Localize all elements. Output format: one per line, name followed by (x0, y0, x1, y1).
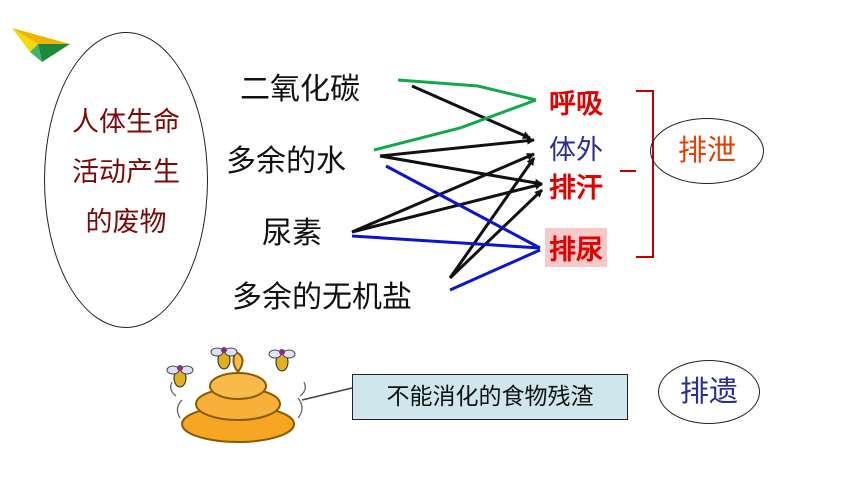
green-arrows (373, 78, 537, 152)
arrow-salt-to-urine (449, 248, 541, 292)
arrow-co2-to-breath (397, 78, 537, 102)
arrow-co2-to-skin (411, 84, 531, 140)
arrow-salt-to-skin (448, 157, 536, 279)
egestion-pill: 排遗 (658, 360, 760, 424)
black-arrows (351, 84, 544, 280)
waste-ellipse (44, 32, 208, 328)
arrow-urea-to-skin (351, 152, 535, 234)
source-co2: 二氧化碳 (240, 72, 360, 107)
excretion-pill: 排泄 (650, 118, 764, 184)
undigested-box: 不能消化的食物残渣 (352, 374, 628, 420)
arrow-water-to-sweat (379, 154, 543, 187)
arrow-salt-to-sweat (448, 188, 544, 280)
connector-line (301, 387, 353, 401)
blue-arrows (351, 164, 541, 292)
egestion-label: 排遗 (679, 374, 738, 408)
routes-bracket (636, 90, 654, 258)
route-breath: 呼吸 (549, 89, 603, 120)
source-water: 多余的水 (226, 144, 346, 179)
fly-icon (210, 347, 238, 370)
fly-icon (268, 349, 296, 372)
excretion-label: 排泄 (677, 133, 736, 167)
source-salt: 多余的无机盐 (232, 280, 412, 315)
arrow-urea-to-urine (351, 234, 541, 250)
route-urine: 排尿 (545, 228, 607, 267)
fly-icon (166, 365, 194, 388)
arrow-water-to-urine (385, 164, 541, 250)
undigested-label: 不能消化的食物残渣 (386, 384, 594, 410)
waste-title-line-3: 的废物 (85, 207, 167, 238)
arrow-water-to-breath (373, 98, 537, 152)
route-sweat: 排汗 (549, 173, 603, 204)
feces-with-flies-illustration-icon (166, 347, 306, 443)
paper-plane-logo-icon (12, 28, 70, 62)
waste-title-line-1: 人体生命 (72, 107, 180, 138)
arrow-water-to-skin (379, 136, 535, 158)
source-urea: 尿素 (262, 216, 322, 251)
waste-title: 人体生命 活动产生 的废物 (52, 98, 200, 248)
bracket-tick (620, 170, 636, 172)
route-skin: 体外 (549, 135, 603, 166)
waste-title-line-2: 活动产生 (72, 157, 180, 188)
